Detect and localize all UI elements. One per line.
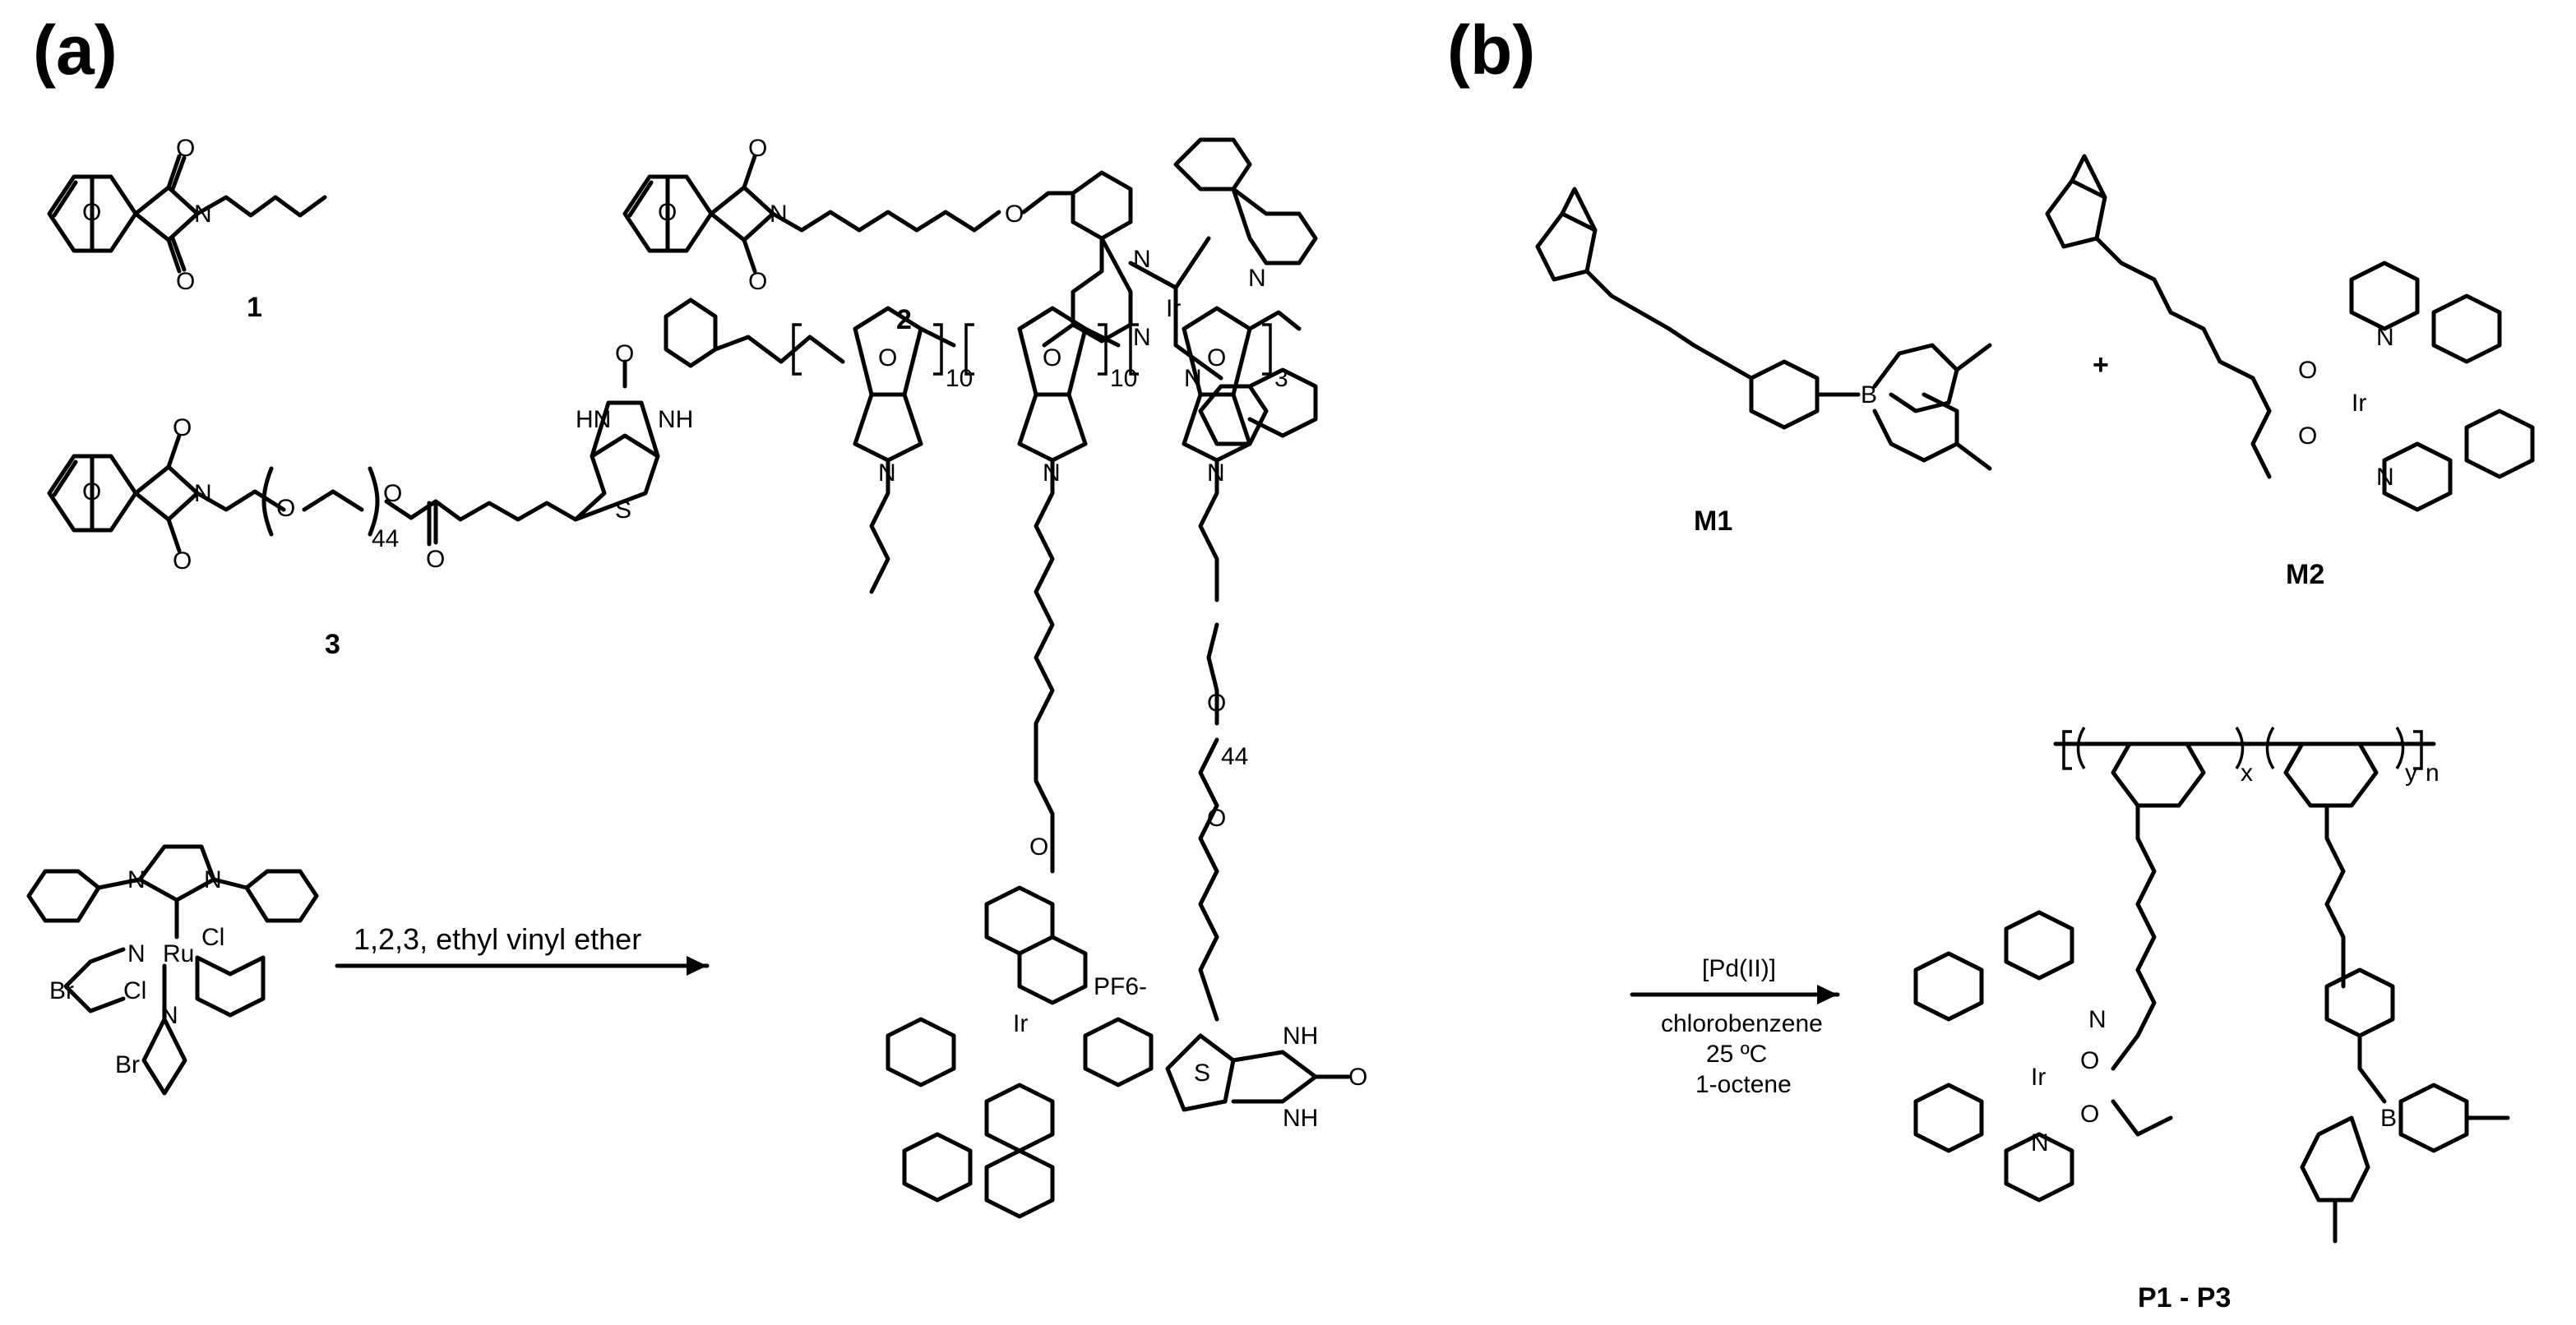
monomer-m1-label: M1 xyxy=(1694,506,1732,537)
atom-n-nhc-b: N xyxy=(204,866,222,893)
temperature-label: 25 ºC xyxy=(1706,1041,1767,1068)
panel-b-label: (b) xyxy=(1447,12,1535,89)
p-atom-n-b: N xyxy=(2031,1129,2049,1156)
p-atom-n-a: N xyxy=(2088,1006,2107,1033)
polymer-ir: Ir xyxy=(1013,1010,1028,1037)
monomer-m2-label: M2 xyxy=(2286,559,2324,590)
polymer-nh-b: NH xyxy=(1283,1105,1318,1132)
atom-n-pyr-a: N xyxy=(127,940,146,967)
polymer-nh-a: NH xyxy=(1283,1023,1318,1050)
m2-atom-o-a: O xyxy=(2298,357,2317,384)
compound-2-structure: O O O N O N N Ir N N xyxy=(622,135,1318,446)
panel-a-label: (a) xyxy=(33,12,118,89)
atom-cl-b: Cl xyxy=(123,977,146,1004)
atom-ir-2: Ir xyxy=(1166,295,1181,322)
p-atom-o-a: O xyxy=(2080,1047,2099,1074)
reaction-arrow-a xyxy=(335,956,710,976)
p-atom-b: B xyxy=(2380,1105,2397,1132)
atom-n-nhc-a: N xyxy=(127,866,146,893)
compound-1-label: 1 xyxy=(247,292,262,323)
compound-1-structure: O O O N xyxy=(47,135,327,295)
m1-atom-b: B xyxy=(1861,381,1877,409)
polymer-n-2: N xyxy=(1043,459,1061,487)
atom-o-carbonyl-3a: O xyxy=(173,414,192,441)
repeat-3: 3 xyxy=(1274,365,1288,392)
polymer-a-structure: O O O 10 10 3 N N N O O 44 O Ir PF6- S N… xyxy=(664,298,1367,1219)
catalyst-label: [Pd(II)] xyxy=(1702,955,1776,982)
atom-n-imide-3: N xyxy=(194,480,212,507)
polymer-o-urea: O xyxy=(1348,1064,1367,1091)
polymer-o-ester: O xyxy=(1207,805,1226,832)
repeat-10-b: 10 xyxy=(1110,365,1137,392)
atom-n-ppy-2a: N xyxy=(1248,265,1266,292)
atom-nh-biotin-3: NH xyxy=(658,406,693,433)
product-b-label: P1 - P3 xyxy=(2138,1282,2231,1313)
atom-n-imide-1: N xyxy=(194,201,212,228)
atom-n-imide-2: N xyxy=(770,201,788,228)
p-atom-ir: Ir xyxy=(2031,1064,2046,1091)
reagents-a: 1,2,3, ethyl vinyl ether xyxy=(354,922,641,956)
m2-atom-n-a: N xyxy=(2376,324,2394,351)
solvent-label: chlorobenzene xyxy=(1661,1010,1823,1037)
polymer-o-3: O xyxy=(1207,344,1226,372)
atom-o-ester-3: O xyxy=(383,480,402,507)
m2-atom-ir: Ir xyxy=(2352,390,2366,417)
atom-o-carbonyl-1b: O xyxy=(176,268,195,295)
polymer-counterion: PF6- xyxy=(1094,973,1147,1000)
ru-catalyst-structure: N N Ru N Cl Cl Br N Br xyxy=(26,844,319,1096)
atom-o-bridge-3: O xyxy=(82,478,101,506)
plus-sign: + xyxy=(2093,349,2109,381)
atom-s-biotin-3: S xyxy=(615,496,631,524)
atom-o-peg-3: O xyxy=(276,495,295,522)
atom-ru: Ru xyxy=(163,940,194,967)
compound-3-label: 3 xyxy=(325,629,340,660)
atom-o-bridge-1: O xyxy=(82,199,101,226)
subscript-x: x xyxy=(2241,759,2253,787)
atom-o-ether-2: O xyxy=(1005,201,1024,228)
atom-br-b: Br xyxy=(115,1051,140,1078)
polymer-o-ether: O xyxy=(1029,833,1048,861)
atom-br-a: Br xyxy=(49,977,74,1004)
subscript-n: n xyxy=(2426,759,2440,787)
polymer-peg-44: 44 xyxy=(1221,743,1248,770)
atom-n-bipy-2a: N xyxy=(1133,246,1151,273)
atom-cl-a: Cl xyxy=(201,924,224,951)
atom-o-ester-carbonyl-3: O xyxy=(426,546,445,573)
polymer-n-3: N xyxy=(1207,459,1225,487)
monomer-m2-structure: O Ir O N N xyxy=(2045,154,2535,512)
polymer-o-peg: O xyxy=(1207,690,1226,717)
polymer-o-2: O xyxy=(1043,344,1061,372)
atom-o-carbonyl-3b: O xyxy=(173,547,192,575)
compound-3-structure: O O O N O 44 O O S HN NH O xyxy=(47,340,693,575)
atom-o-carbonyl-2a: O xyxy=(748,135,767,162)
atom-o-carbonyl-2b: O xyxy=(748,268,767,295)
monomer-m1-structure: B xyxy=(1535,187,1992,471)
atom-hn-biotin-3: HN xyxy=(576,406,611,433)
additive-label: 1-octene xyxy=(1695,1071,1792,1098)
atom-o-bridge-2: O xyxy=(658,199,677,226)
m2-atom-o-b: O xyxy=(2298,422,2317,450)
subscript-y: y xyxy=(2405,759,2417,787)
polymer-o-1: O xyxy=(878,344,897,372)
atom-o-carbonyl-1a: O xyxy=(176,135,195,162)
polymer-s: S xyxy=(1194,1060,1210,1087)
reaction-arrow-b xyxy=(1630,985,1840,1004)
polymer-n-1: N xyxy=(878,459,896,487)
m2-atom-n-b: N xyxy=(2376,464,2394,491)
p-atom-o-b: O xyxy=(2080,1101,2099,1128)
atom-o-urea-3: O xyxy=(615,340,634,367)
peg-repeat-3: 44 xyxy=(372,525,399,552)
atom-n-pyr-b: N xyxy=(160,1002,178,1029)
atom-n-bipy-2b: N xyxy=(1133,324,1151,351)
repeat-10-a: 10 xyxy=(946,365,973,392)
polymer-b-structure: N Ir O O N B xyxy=(1913,727,2510,1244)
